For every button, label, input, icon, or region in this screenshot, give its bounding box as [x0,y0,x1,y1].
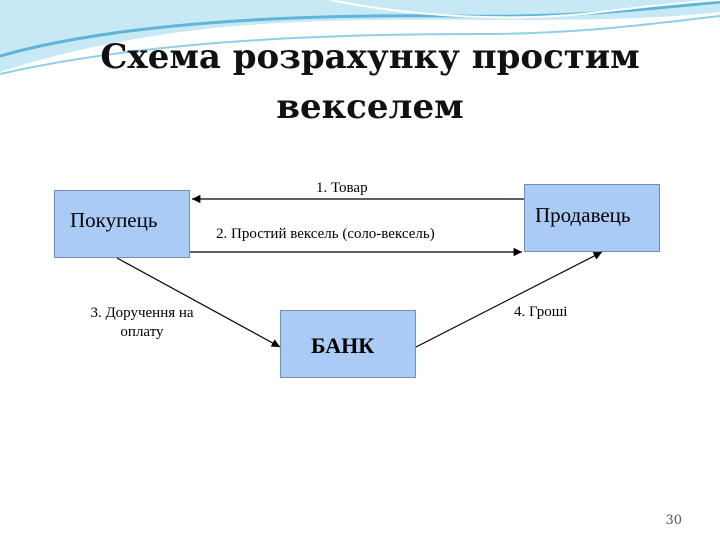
arrow-order [116,257,281,348]
buyer-box: Покупець [54,190,190,258]
edge-label-bill: 2. Простий вексель (соло-вексель) [216,226,435,242]
edge-label-goods: 1. Товар [316,180,368,196]
seller-box: Продавець [524,184,660,252]
page-number: 30 [665,513,682,528]
arrow-money [415,251,603,348]
slide-title: Схема розрахунку простим векселем [100,37,640,127]
edge-label-order: 3. Доручення на оплату [90,305,194,340]
bank-label: БАНК [311,333,375,358]
buyer-label: Покупець [70,208,158,232]
bank-box: БАНК [280,310,416,378]
header-swoosh-decoration [0,0,720,75]
seller-label: Продавець [535,203,631,227]
edge-label-money: 4. Гроші [514,304,568,320]
